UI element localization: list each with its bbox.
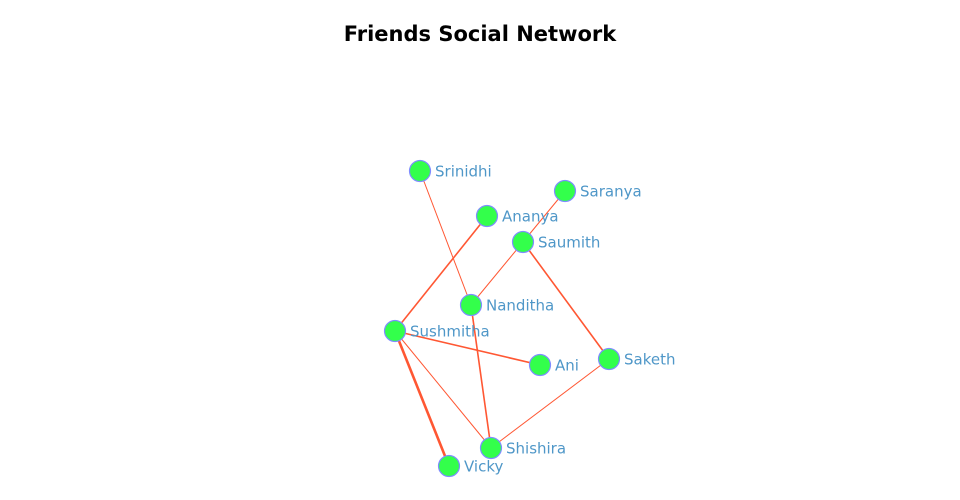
edge-saumith-nanditha (470, 241, 524, 306)
edge-srinidhi-nanditha (419, 170, 472, 306)
node-shishira[interactable]: Shishira (479, 436, 567, 460)
edge-nanditha-shishira (470, 304, 492, 449)
node-marker[interactable] (479, 436, 503, 460)
node-marker[interactable] (437, 454, 461, 478)
node-marker[interactable] (459, 293, 483, 317)
node-marker[interactable] (553, 179, 577, 203)
node-saumith[interactable]: Saumith (511, 230, 601, 254)
node-label: Shishira (506, 440, 566, 458)
node-saranya[interactable]: Saranya (553, 179, 642, 203)
node-sushmitha[interactable]: Sushmitha (383, 319, 490, 343)
edge-sushmitha-shishira (394, 330, 492, 449)
node-marker[interactable] (475, 204, 499, 228)
node-label: Saketh (624, 351, 675, 369)
node-marker[interactable] (408, 159, 432, 183)
node-marker[interactable] (383, 319, 407, 343)
chart-title: Friends Social Network (343, 22, 617, 46)
node-ani[interactable]: Ani (528, 353, 579, 377)
node-label: Sushmitha (410, 323, 490, 341)
nodes-layer: SrinidhiSaranyaAnanyaSaumithNandithaSush… (383, 159, 676, 478)
node-srinidhi[interactable]: Srinidhi (408, 159, 492, 183)
edges-layer (393, 170, 610, 467)
node-vicky[interactable]: Vicky (437, 454, 504, 478)
node-marker[interactable] (528, 353, 552, 377)
node-label: Nanditha (486, 297, 554, 315)
edge-sushmitha-ani (394, 330, 541, 366)
node-ananya[interactable]: Ananya (475, 204, 559, 228)
node-label: Vicky (464, 458, 503, 476)
node-marker[interactable] (511, 230, 535, 254)
node-label: Ani (555, 357, 579, 375)
node-label: Ananya (502, 208, 559, 226)
node-nanditha[interactable]: Nanditha (459, 293, 555, 317)
node-saketh[interactable]: Saketh (597, 347, 676, 371)
node-marker[interactable] (597, 347, 621, 371)
edge-saumith-saketh (522, 241, 610, 360)
node-label: Saranya (580, 183, 642, 201)
edge-saketh-shishira (490, 358, 610, 449)
edge-ananya-sushmitha (394, 215, 488, 332)
node-label: Saumith (538, 234, 600, 252)
node-label: Srinidhi (435, 163, 492, 181)
edge-sushmitha-vicky (393, 330, 451, 467)
